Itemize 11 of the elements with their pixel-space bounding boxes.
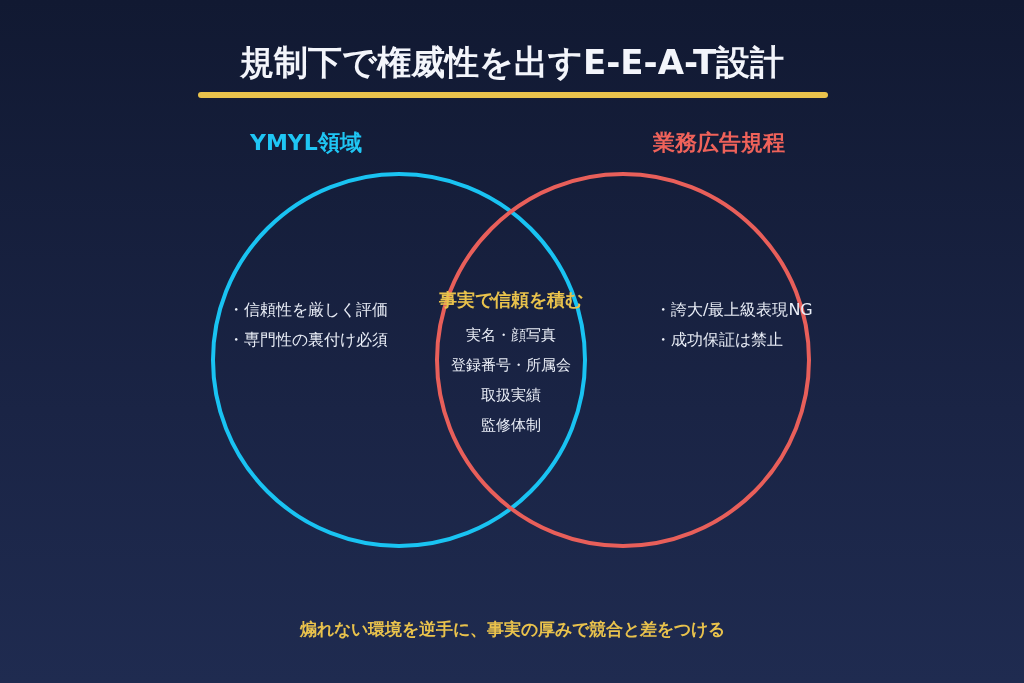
circle-heading: YMYL領域: [250, 130, 362, 157]
caption: 煽れない環境を逆手に、事実の厚みで競合と差をつける: [299, 619, 725, 640]
overlap-item: 監修体制: [481, 416, 541, 434]
title: 規制下で権威性を出すE-E-A-T設計: [240, 41, 785, 83]
overlap-item: 実名・顔写真: [466, 326, 556, 344]
bullet-item: ・成功保証は禁止: [655, 329, 783, 349]
bullet-item: ・信頼性を厳しく評価: [228, 299, 388, 319]
bullet-item: ・専門性の裏付け必須: [228, 329, 388, 349]
overlap-item: 取扱実績: [481, 386, 541, 404]
circle-heading: 業務広告規程: [653, 130, 785, 157]
overlap-item: 登録番号・所属会: [451, 356, 571, 374]
